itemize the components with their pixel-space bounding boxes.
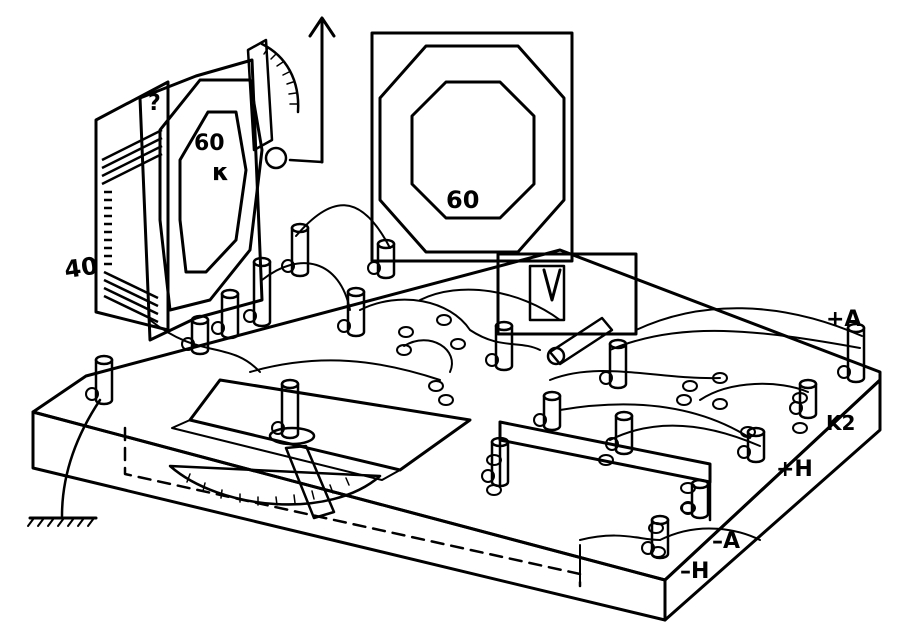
terminal-plus-h-label: +H [776, 457, 813, 482]
solder-eyelet [486, 484, 502, 496]
solder-eyelet [680, 482, 696, 494]
coil-60-rotating-label: 60 [194, 131, 225, 156]
coil-60-rotating: ? 60 κ [138, 16, 336, 342]
solder-eyelet [712, 398, 728, 410]
terminal-post [789, 378, 818, 420]
solder-eyelet [398, 326, 414, 338]
terminal-post [211, 288, 240, 340]
solder-eyelet [436, 314, 452, 326]
resistor-panel [496, 252, 638, 366]
terminal-post [485, 320, 514, 372]
terminal-post [533, 390, 562, 432]
solder-eyelet [676, 394, 692, 406]
terminal-post [243, 256, 272, 328]
battery-strip [498, 420, 712, 522]
solder-eyelet [598, 454, 614, 466]
solder-eyelet [438, 394, 454, 406]
coil-60-fixed-label: 60 [446, 186, 479, 214]
solder-eyelet [396, 344, 412, 356]
coil-60-rotating-symbol: κ [212, 158, 229, 186]
coil-40-label: 40 [63, 252, 100, 284]
terminal-post [737, 426, 766, 464]
terminal-k2-label: K2 [826, 411, 855, 435]
terminal-post [599, 338, 628, 390]
solder-eyelet [450, 338, 466, 350]
terminal-plus-a-label: +A [826, 307, 861, 332]
terminal-post [271, 378, 300, 440]
solder-eyelet [650, 546, 666, 558]
coil-60-fixed: 60 [370, 31, 574, 263]
terminal-post [481, 436, 510, 488]
terminal-post [281, 222, 310, 278]
coil-40: 40 [63, 80, 170, 332]
solder-eyelets [396, 314, 808, 558]
terminal-post [337, 286, 366, 338]
terminal-minus-h-label: –H [680, 559, 709, 584]
solder-eyelet [486, 454, 502, 466]
terminal-post [85, 354, 114, 406]
terminal-post [837, 322, 866, 384]
solder-eyelet [792, 422, 808, 434]
solder-eyelet [680, 502, 696, 514]
solder-eyelet [792, 392, 808, 404]
terminal-posts [85, 222, 866, 560]
variable-capacitor [168, 378, 472, 520]
solder-eyelet [648, 522, 664, 534]
terminal-minus-a-label: –A [712, 529, 740, 554]
solder-eyelet [712, 372, 728, 384]
coil-60-rotating-top-mark: ? [148, 91, 161, 116]
ground-symbol-icon [27, 398, 102, 527]
solder-eyelet [682, 380, 698, 392]
solder-eyelet [428, 380, 444, 392]
baseboard [31, 248, 882, 622]
solder-eyelet [740, 426, 756, 438]
wiring [149, 204, 863, 541]
